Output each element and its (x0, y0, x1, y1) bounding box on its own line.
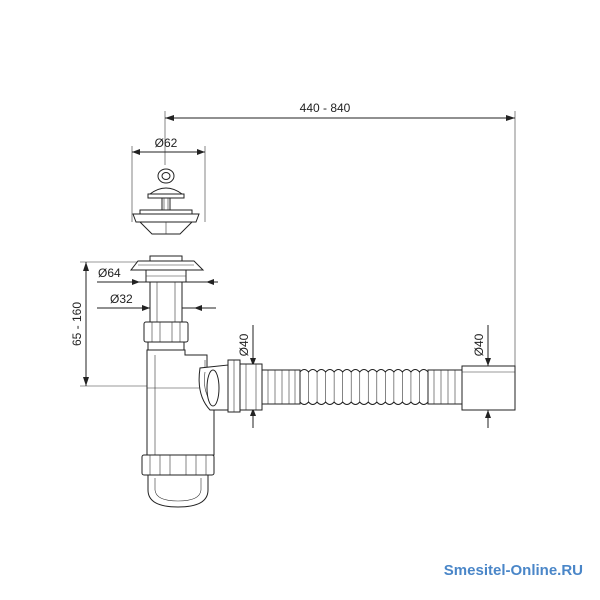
height-range-label: 65 - 160 (70, 302, 84, 346)
vertical-tube (149, 281, 183, 323)
outlet-elbow (198, 359, 241, 413)
outlet-right-diameter-label: Ø40 (472, 333, 486, 356)
left-connector (239, 363, 301, 411)
siphon-body (146, 349, 215, 456)
watermark-text: Smesitel-Online.RU (444, 562, 583, 579)
bottom-cup (141, 454, 215, 508)
tube-diameter-label: Ø32 (110, 292, 133, 306)
union-nut-top (143, 321, 189, 351)
strainer-plug (132, 168, 200, 235)
dimension-strainer: Ø62 (131, 136, 206, 222)
inlet-left-diameter-label: Ø40 (237, 333, 251, 356)
right-connector (427, 365, 516, 411)
corrugated-hose (299, 369, 429, 405)
dimension-length: 440 - 840 (164, 101, 516, 368)
length-range-label: 440 - 840 (300, 101, 351, 115)
dimension-height: 65 - 160 (70, 261, 240, 387)
flange-diameter-label: Ø64 (98, 266, 121, 280)
strainer-diameter-label: Ø62 (155, 136, 178, 150)
sink-flange (129, 255, 205, 283)
